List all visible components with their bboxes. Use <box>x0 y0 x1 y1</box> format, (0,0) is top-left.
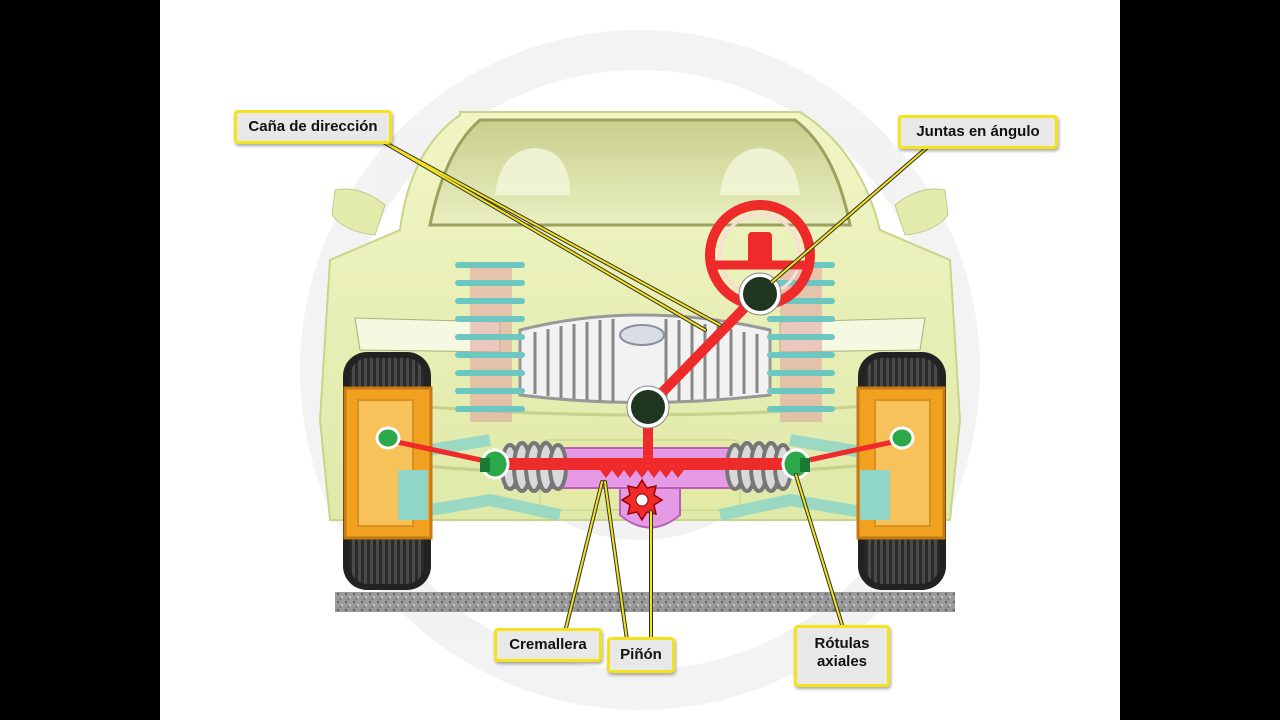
label-tie-rod-ends: Rótulas axiales <box>794 625 890 687</box>
left-strut-spring <box>455 262 525 422</box>
left-wheel <box>343 352 433 590</box>
label-rack: Cremallera <box>494 628 602 662</box>
label-pinion: Piñón <box>607 637 675 673</box>
tie-rods <box>387 437 903 465</box>
lower-angle-joint-icon <box>626 385 670 429</box>
rack-bar <box>495 458 795 478</box>
label-angle-joints: Juntas en ángulo <box>898 115 1058 149</box>
upper-angle-joint-icon <box>738 272 782 316</box>
left-outer-ball-joint-icon <box>375 426 401 450</box>
label-steering-column: Caña de dirección <box>234 110 392 144</box>
road-surface <box>335 592 955 612</box>
leader-lines <box>378 138 932 644</box>
right-outer-ball-joint-icon <box>889 426 915 450</box>
steering-system-diagram <box>300 30 980 710</box>
front-grille <box>518 313 772 404</box>
diagram-canvas: Caña de dirección Juntas en ángulo Crema… <box>160 0 1120 720</box>
right-wheel <box>856 352 946 590</box>
right-inner-ball-joint-icon <box>781 448 811 480</box>
left-inner-ball-joint-icon <box>480 448 510 480</box>
pinion-gear-icon <box>620 478 664 522</box>
